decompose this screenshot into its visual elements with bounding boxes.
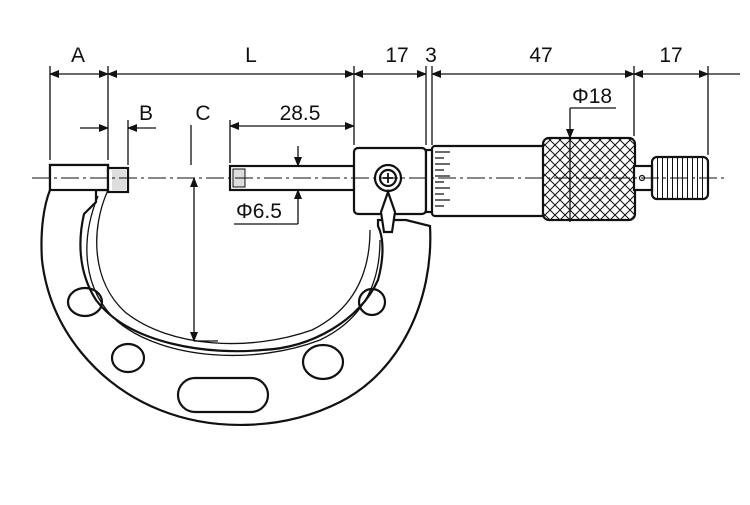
label-C: C [195, 102, 210, 125]
secondary-dimensions: B C 28.5 Φ18 Φ6.5 [80, 85, 616, 342]
label-A: A [71, 44, 85, 67]
frame-hole-lower-left [110, 342, 146, 374]
grip-knurling [541, 136, 637, 222]
anvil-carbide-tip [112, 170, 126, 190]
knurled-grip [541, 136, 637, 222]
label-phi18: Φ18 [572, 85, 612, 108]
label-3: 3 [425, 44, 437, 67]
label-B: B [139, 102, 153, 125]
label-28-5: 28.5 [280, 102, 321, 125]
c-frame [40, 163, 432, 427]
top-dimension-row: A L 17 3 47 17 [49, 44, 740, 78]
frame-hole-left [66, 286, 104, 318]
label-L: L [245, 44, 257, 67]
extension-lines [49, 66, 709, 342]
frame-slot-center [176, 376, 270, 414]
frame-hole-right [357, 287, 387, 317]
label-47: 47 [529, 44, 552, 67]
frame-hole-lower-right [301, 343, 345, 381]
lock-lever [379, 188, 397, 234]
frame-outline [40, 163, 432, 427]
label-phi6-5: Φ6.5 [236, 200, 282, 223]
frame-inner-edge [96, 189, 371, 345]
thimble-graduations [435, 151, 450, 207]
label-17-frame: 17 [385, 44, 408, 67]
sleeve-assembly [352, 144, 548, 234]
label-17-ratchet: 17 [659, 44, 682, 67]
frame-inner-line [86, 195, 381, 357]
thimble [430, 144, 548, 218]
